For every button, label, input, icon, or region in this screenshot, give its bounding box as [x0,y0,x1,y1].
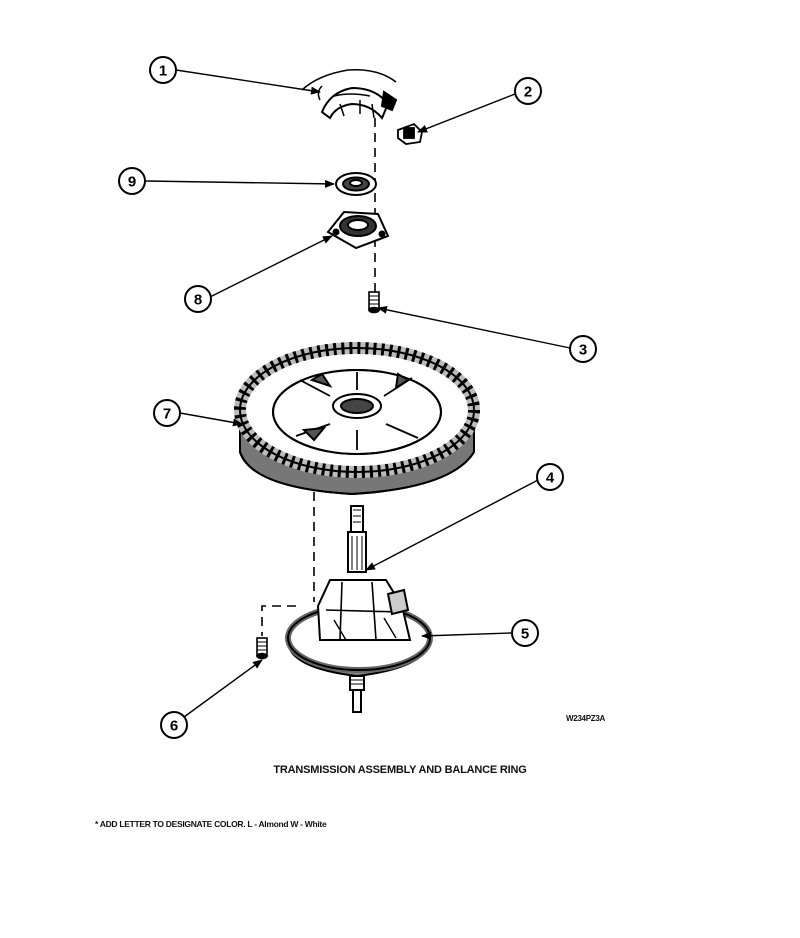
assembly-dashed-lines [261,118,376,636]
part-transmission [285,505,433,713]
callout-9: 9 [128,174,136,191]
callout-3: 3 [579,342,587,359]
callout-7: 7 [163,406,171,423]
callout-circles [118,56,597,739]
color-footnote: * ADD LETTER TO DESIGNATE COLOR. L - Alm… [95,819,327,829]
callout-8: 8 [194,292,202,309]
callout-1: 1 [159,63,167,80]
leader-lines [145,69,571,718]
part-balance-ring [234,342,480,496]
diagram-title: TRANSMISSION ASSEMBLY AND BALANCE RING [273,764,527,776]
part-screw-upper [368,291,380,314]
callout-6: 6 [170,718,178,735]
part-screw-lower [256,637,268,660]
part-bracket [301,68,398,120]
part-seal [335,172,377,196]
drawing-code: W234PZ3A [566,714,605,723]
callout-2: 2 [524,84,532,101]
part-clip [397,122,423,145]
callout-5: 5 [521,626,529,643]
part-bearing-housing [326,210,390,250]
callout-4: 4 [546,470,555,487]
